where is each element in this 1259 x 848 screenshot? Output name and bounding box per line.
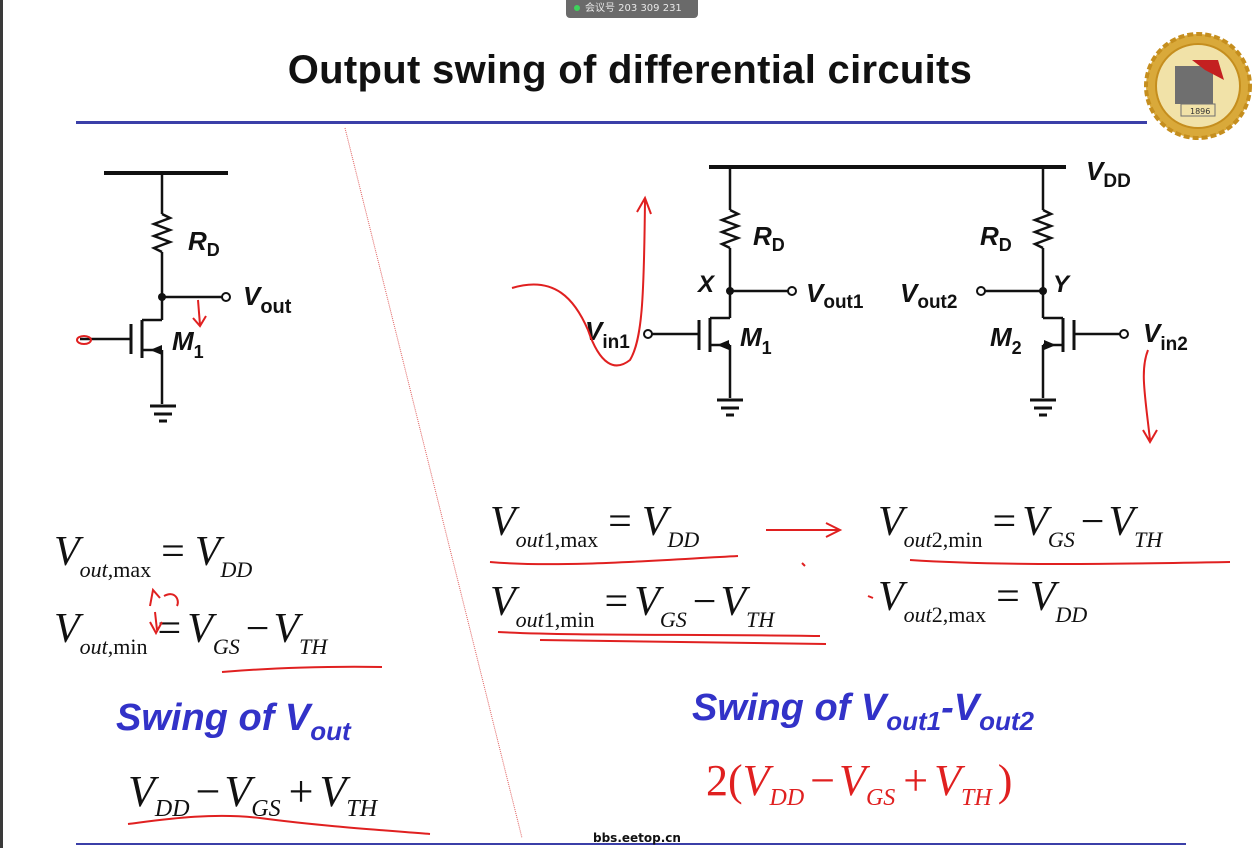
vin2-terminal: [1119, 329, 1129, 339]
right-swing-expr: 2(VDD−VGS+VTH): [706, 756, 1012, 811]
node-y-label: Y: [1053, 271, 1071, 298]
left-m1-label: M1: [172, 326, 204, 362]
left-red-annotations: [76, 299, 207, 345]
node-x-label: X: [696, 271, 716, 298]
m1-label: M1: [740, 322, 772, 358]
meeting-id-badge[interactable]: 会议号 203 309 231: [566, 0, 698, 18]
vdd-label: VDD: [1086, 156, 1131, 192]
left-vout-label: Vout: [243, 281, 292, 318]
meeting-id-text: 会议号 203 309 231: [585, 3, 682, 14]
university-logo: 1896: [1144, 32, 1252, 140]
left-circuit: [80, 171, 231, 423]
slide-title: Output swing of differential circuits: [287, 48, 973, 92]
vout2-label: Vout2: [900, 278, 957, 313]
left-window-edge: [0, 0, 3, 848]
right-swing-title: Swing of Vout1-Vout2: [692, 687, 1035, 736]
left-swing-expr: VDD−VGS+VTH: [128, 767, 379, 822]
right-circuit: [643, 165, 1129, 417]
rd1-label: RD: [753, 221, 785, 255]
left-eq-red-marks: [149, 587, 383, 673]
right-resistor-rd2: [1031, 208, 1055, 250]
left-swing-underline: [127, 814, 431, 835]
left-node-dot: [158, 293, 166, 301]
left-swing-title: Swing of Vout: [116, 697, 352, 746]
status-dot-icon: [574, 5, 580, 11]
bottom-rule: [76, 843, 1186, 845]
vout1-terminal: [787, 286, 797, 296]
watermark: bbs.eetop.cn: [593, 831, 681, 845]
vout2-terminal: [976, 286, 986, 296]
rd2-label: RD: [980, 221, 1012, 255]
left-eq-min: Vout,min=VGS−VTH: [54, 606, 328, 659]
m2-label: M2: [990, 322, 1022, 358]
right-eq-red-marks: [489, 522, 1231, 645]
left-resistor-rd: [150, 212, 174, 254]
divider-line: [344, 127, 523, 839]
vout1-label: Vout1: [806, 278, 864, 313]
out2-max-eq: Vout2,max=VDD: [878, 574, 1087, 627]
right-resistor-rd1: [718, 208, 742, 250]
right-red-annotations: [511, 195, 1158, 444]
logo-year: 1896: [1190, 107, 1210, 116]
out1-min-eq: Vout1,min=VGS−VTH: [490, 579, 775, 632]
title-rule: [76, 121, 1147, 124]
out2-min-eq: Vout2,min=VGS−VTH: [878, 499, 1163, 552]
left-eq-max: Vout,max=VDD: [54, 529, 252, 582]
left-rd-label: RD: [188, 226, 220, 260]
out1-max-eq: Vout1,max=VDD: [490, 499, 699, 552]
vin1-label: Vin1: [585, 316, 630, 353]
vin1-terminal: [643, 329, 653, 339]
left-vout-terminal: [221, 292, 231, 302]
vin2-label: Vin2: [1143, 318, 1188, 355]
